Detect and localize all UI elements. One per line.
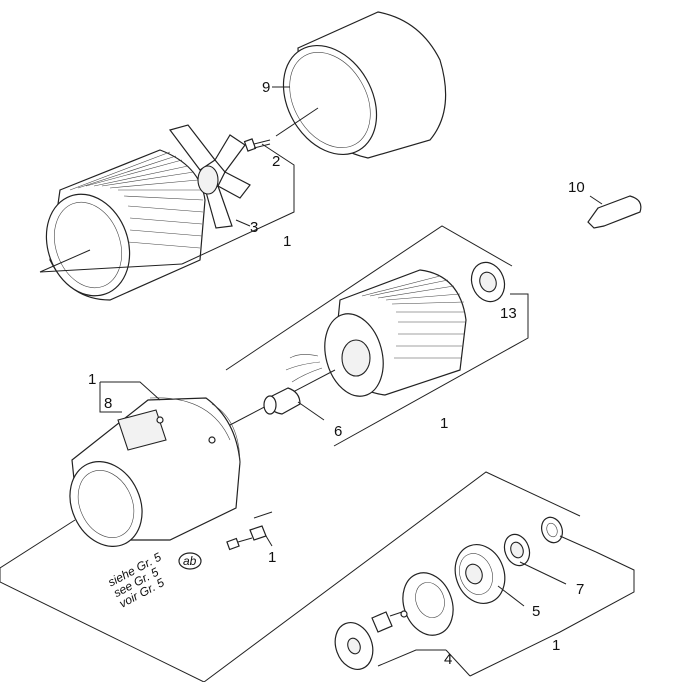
washer-part — [334, 622, 374, 670]
callout-1-flange: 1 — [88, 371, 96, 388]
reference-badge-label: ab — [183, 554, 197, 568]
callout-2: 2 — [272, 153, 280, 170]
callout-5: 5 — [532, 603, 540, 620]
callout-6: 6 — [334, 423, 342, 440]
flange-housing-part — [0, 397, 241, 569]
callout-7: 7 — [576, 581, 584, 598]
callout-4: 4 — [444, 651, 452, 668]
bracket-rotor-group — [225, 225, 529, 447]
reference-note: siehe Gr. 5 see Gr. 5 voir Gr. 5 — [106, 550, 167, 611]
callout-1-screw: 1 — [268, 549, 276, 566]
flange-disc-part-4 — [400, 572, 454, 636]
bearing-part-5 — [454, 544, 506, 604]
screw-assembly-part — [226, 511, 273, 551]
rotor-assembly-part — [229, 269, 467, 426]
tube-part-10 — [587, 195, 642, 229]
callout-3: 3 — [250, 219, 258, 236]
fan-wheel-part — [168, 124, 251, 229]
bracket-flange-group — [99, 381, 161, 413]
seal-part-7 — [541, 516, 563, 544]
callout-13: 13 — [500, 305, 517, 322]
callout-8: 8 — [104, 395, 112, 412]
callout-1-rotor: 1 — [440, 415, 448, 432]
callout-1-seal-group: 1 — [552, 637, 560, 654]
callout-9: 9 — [262, 79, 270, 96]
small-bolt-part — [371, 611, 403, 633]
sleeve-part-6 — [263, 387, 325, 421]
callout-10: 10 — [568, 179, 585, 196]
bracket-group-1-top — [39, 143, 295, 273]
reference-badge — [178, 552, 202, 570]
bearing-part-13 — [470, 261, 506, 303]
ring-part — [503, 533, 531, 567]
screw-part-2 — [243, 138, 271, 152]
cover-cylinder-part — [275, 11, 447, 159]
callout-1-housing: 1 — [283, 233, 291, 250]
motor-housing-part — [39, 149, 206, 301]
bracket-lower-group — [0, 471, 635, 682]
